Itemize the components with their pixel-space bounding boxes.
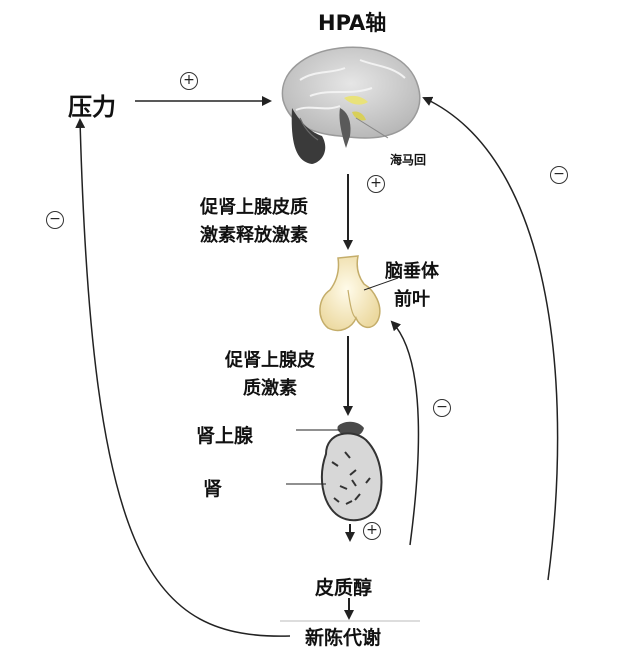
label-hippocampus: 海马回 xyxy=(390,153,427,167)
pointer-pituitary xyxy=(363,277,399,291)
label-cortisol: 皮质醇 xyxy=(315,577,373,599)
sign-feedback-stress: − xyxy=(46,211,64,229)
feedback-to-pituitary xyxy=(390,320,420,546)
label-crh-line1: 促肾上腺皮质 xyxy=(200,197,308,218)
label-pituitary-line1: 脑垂体 xyxy=(385,261,439,282)
label-metabolism: 新陈代谢 xyxy=(305,627,382,649)
sign-feedback-brain: − xyxy=(550,166,568,184)
label-pituitary: 脑垂体 前叶 xyxy=(385,258,439,314)
sign-adrenal-output: + xyxy=(363,522,381,540)
label-adrenal: 肾上腺 xyxy=(196,425,254,447)
label-acth: 促肾上腺皮 质激素 xyxy=(225,347,315,403)
feedback-to-stress xyxy=(75,118,291,637)
brain-illustration xyxy=(281,46,421,164)
pointer-hippocampus xyxy=(355,117,389,139)
feedback-to-brain xyxy=(422,96,559,581)
label-pituitary-line2: 前叶 xyxy=(394,289,430,310)
label-kidney: 肾 xyxy=(203,478,223,500)
sign-stress-to-brain: + xyxy=(180,72,198,90)
diagram-title: HPA轴 xyxy=(318,11,387,35)
pituitary-illustration xyxy=(319,255,381,332)
label-stress: 压力 xyxy=(68,93,116,121)
sign-feedback-pituitary: − xyxy=(433,399,451,417)
kidney-illustration xyxy=(320,421,383,522)
label-acth-line1: 促肾上腺皮 xyxy=(225,350,315,371)
sign-brain-to-pituitary: + xyxy=(367,175,385,193)
label-crh: 促肾上腺皮质 激素释放激素 xyxy=(200,194,308,250)
label-acth-line2: 质激素 xyxy=(243,378,297,399)
label-crh-line2: 激素释放激素 xyxy=(200,225,308,246)
